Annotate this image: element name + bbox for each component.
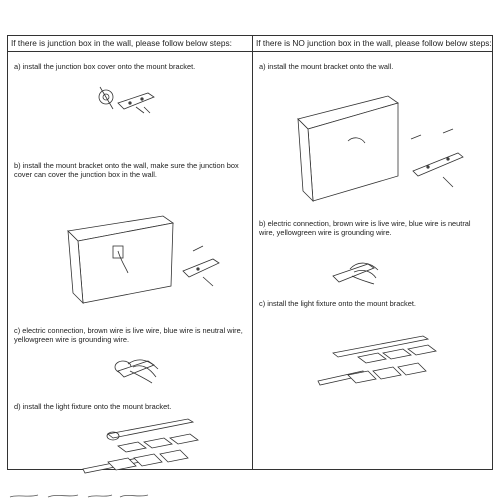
no-junction-box-header: If there is NO junction box in the wall,… <box>253 36 492 52</box>
cropped-footer-scribble <box>9 494 149 498</box>
junction-box-header: If there is junction box in the wall, pl… <box>8 36 252 52</box>
left-wiring-illustration <box>114 359 159 384</box>
junction-box-column: If there is junction box in the wall, pl… <box>8 36 253 474</box>
right-fixture-illustration <box>317 335 437 386</box>
wall-bracket-junction-illustration <box>67 215 220 305</box>
right-step-a-text: a) install the mount bracket onto the wa… <box>259 62 394 71</box>
right-step-b-text: b) electric connection, brown wire is li… <box>259 219 471 237</box>
left-step-d-text: d) install the light fixture onto the mo… <box>14 402 172 411</box>
no-junction-box-column: If there is NO junction box in the wall,… <box>253 36 492 469</box>
wall-bracket-illustration <box>297 95 464 203</box>
junction-cover-bracket-illustration <box>98 86 155 114</box>
left-step-a-text: a) install the junction box cover onto t… <box>14 62 196 71</box>
left-fixture-illustration <box>82 418 199 474</box>
instruction-sheet: If there is junction box in the wall, pl… <box>7 35 493 474</box>
left-step-b-text: b) install the mount bracket onto the wa… <box>14 161 239 179</box>
left-step-c-text: c) electric connection, brown wire is li… <box>14 326 243 344</box>
right-step-c-text: c) install the light fixture onto the mo… <box>259 299 416 308</box>
right-wiring-illustration <box>332 262 379 285</box>
